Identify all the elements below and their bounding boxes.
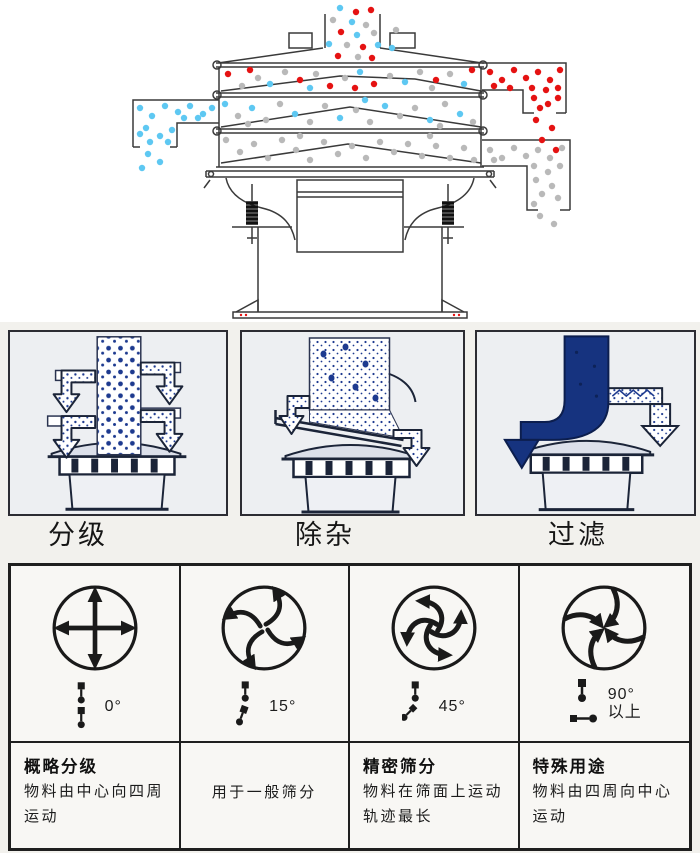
impurity-removal-illustration [274, 337, 431, 514]
liquid-flow [503, 335, 610, 470]
material-column [96, 336, 142, 456]
motion-heading: 精密筛分 [363, 758, 437, 776]
motion-description: 物料由四周向中心运动 [532, 782, 673, 825]
screen-deck-3 [220, 143, 482, 164]
angle-label: 45° [438, 697, 466, 715]
motor-housing [296, 179, 404, 253]
screen-deck-1 [220, 75, 482, 92]
gray-chute-particles [486, 144, 566, 228]
body-skirt-left [225, 177, 296, 241]
right-top-outlet-chute [482, 62, 567, 114]
feed-particles [325, 4, 400, 62]
motion-text-cell-1: 用于一般筛分 [181, 743, 350, 848]
material-wedge [309, 409, 405, 439]
motion-text-cell-2: 精密筛分 物料在筛面上运动轨迹最长 [350, 743, 520, 848]
outlet-arrows [278, 395, 431, 467]
application-label-filtration: 过滤 [548, 520, 608, 550]
swirl-spiral-icon [391, 585, 477, 671]
motion-description: 物料在筛面上运动轨迹最长 [363, 782, 504, 825]
weight-diagram-0deg-icon [77, 682, 85, 729]
swirl-outward-icon [221, 585, 307, 671]
left-chute-particles [136, 102, 216, 172]
body-skirt-right [404, 177, 475, 241]
residue-arrow [640, 424, 681, 448]
application-label-classification: 分级 [48, 520, 108, 550]
base-pedestal [257, 227, 443, 312]
angle-label: 15° [269, 697, 297, 715]
lid-clamp-left [288, 32, 313, 49]
angle-label: 90°以上 [607, 685, 642, 721]
motion-description: 物料由中心向四周运动 [24, 782, 165, 825]
lid-clamp-right [389, 32, 416, 49]
clamp-rings [212, 60, 488, 136]
swirl-inward-icon [561, 585, 647, 671]
red-chute-particles [486, 66, 564, 154]
sifter-machine-drawing [132, 4, 571, 319]
deck1-particles [224, 66, 476, 92]
right-bottom-outlet-chute [482, 139, 571, 211]
outlet-arrows [52, 361, 184, 459]
panel-classification [8, 330, 228, 516]
motion-icon-cell-3: 90°以上 [519, 566, 689, 743]
left-outlet-chute [132, 99, 219, 148]
feed-inlet-tube [324, 14, 381, 48]
deck2-particles [221, 96, 477, 130]
motion-text-cell-0: 概略分级 物料由中心向四周运动 [11, 743, 181, 848]
motion-angle-table: 0° 15° [8, 563, 692, 851]
weight-diagram-45deg-icon [401, 681, 419, 721]
spring-left [232, 184, 292, 244]
sifter-side-view-diagram [0, 0, 700, 322]
cross-arrows-icon [52, 585, 138, 671]
motion-icon-cell-0: 0° [11, 566, 181, 743]
deck3-particles [222, 132, 478, 164]
weight-diagram-90deg-icon [569, 679, 597, 723]
motion-heading: 概略分级 [24, 758, 98, 776]
application-label-impurity-removal: 除杂 [295, 520, 355, 550]
motion-heading: 特殊用途 [532, 758, 607, 776]
motion-icon-cell-2: 45° [350, 566, 520, 743]
classification-illustration [46, 336, 187, 511]
spring-right [404, 184, 464, 244]
panel-impurity-removal [240, 330, 465, 516]
panel-filtration [475, 330, 696, 516]
angle-label: 0° [104, 697, 122, 715]
weight-diagram-15deg-icon [236, 681, 249, 726]
motion-text-cell-3: 特殊用途 物料由四周向中心运动 [520, 743, 690, 848]
motion-description: 用于一般筛分 [211, 784, 317, 801]
filtration-illustration [503, 335, 681, 512]
motion-icon-cell-1: 15° [180, 566, 350, 743]
